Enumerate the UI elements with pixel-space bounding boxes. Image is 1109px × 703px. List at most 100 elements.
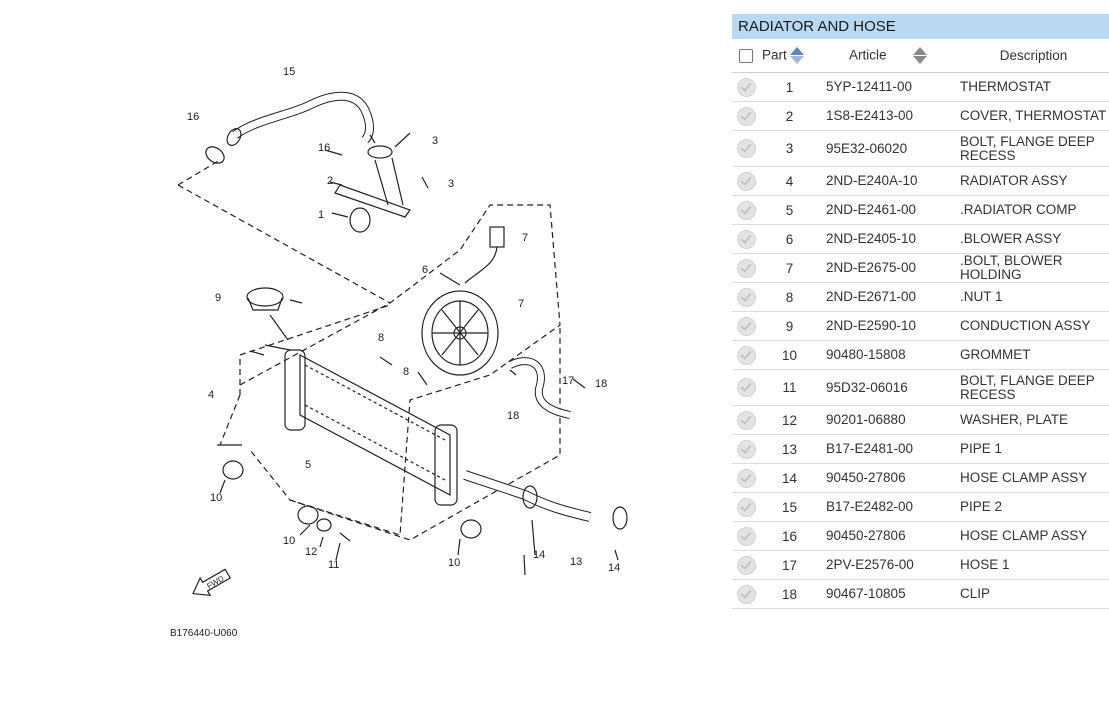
check-circle-icon[interactable]	[736, 468, 756, 488]
part-number: 14	[760, 463, 819, 493]
check-circle-icon[interactable]	[736, 258, 756, 278]
column-header-article[interactable]: Article	[819, 39, 958, 73]
check-circle-icon[interactable]	[736, 229, 756, 249]
callout-3a: 3	[432, 135, 438, 147]
article-number[interactable]: 90450-27806	[819, 463, 958, 493]
part-description: PIPE 1	[958, 434, 1109, 464]
part-description: WASHER, PLATE	[958, 405, 1109, 435]
article-number[interactable]: 2ND-E2405-10	[819, 224, 958, 254]
part-header-label: Part	[762, 47, 787, 63]
check-circle-icon[interactable]	[736, 555, 756, 575]
panel-title: RADIATOR AND HOSE	[732, 14, 1109, 39]
article-number[interactable]: 2PV-E2576-00	[819, 550, 958, 580]
check-circle-icon[interactable]	[736, 410, 756, 430]
part-description: .BLOWER ASSY	[958, 224, 1109, 254]
article-number[interactable]: B17-E2481-00	[819, 434, 958, 464]
check-circle-icon[interactable]	[736, 378, 756, 397]
part-description: HOSE CLAMP ASSY	[958, 521, 1109, 551]
fwd-arrow-icon: FWD	[192, 568, 231, 597]
radiator-diagram-drawing: FWD 15 16 16 3 2 3 1 7 6 9 7 8 8 4 17 18…	[170, 66, 628, 639]
check-circle-icon[interactable]	[736, 526, 756, 546]
column-header-part[interactable]: Part	[760, 39, 819, 73]
check-circle-icon[interactable]	[736, 77, 756, 97]
part-description: HOSE CLAMP ASSY	[958, 463, 1109, 493]
part-description: CLIP	[958, 579, 1109, 609]
part-description: .RADIATOR COMP	[958, 195, 1109, 225]
article-number[interactable]: 90480-15808	[819, 340, 958, 370]
check-circle-icon[interactable]	[736, 106, 756, 126]
check-circle-icon[interactable]	[736, 200, 756, 220]
part-description: BOLT, FLANGE DEEP RECESS	[958, 130, 1109, 167]
article-number[interactable]: 90467-10805	[819, 579, 958, 609]
article-number[interactable]: 2ND-E2675-00	[819, 253, 958, 283]
check-circle-icon[interactable]	[736, 316, 756, 336]
part-description: .NUT 1	[958, 282, 1109, 312]
article-header-label: Article	[849, 47, 887, 63]
article-number[interactable]: B17-E2482-00	[819, 492, 958, 522]
callout-7a: 7	[522, 232, 528, 244]
callout-8b: 8	[403, 366, 409, 378]
part-number: 4	[760, 166, 819, 196]
article-number[interactable]: 2ND-E2461-00	[819, 195, 958, 225]
article-number[interactable]: 1S8-E2413-00	[819, 101, 958, 131]
check-circle-icon[interactable]	[736, 139, 756, 158]
sort-arrows-icon[interactable]	[789, 46, 804, 65]
callout-1: 1	[318, 209, 324, 221]
part-number: 7	[760, 253, 819, 283]
callout-13: 13	[570, 556, 582, 568]
article-number[interactable]: 90201-06880	[819, 405, 958, 435]
part-number: 18	[760, 579, 819, 609]
check-circle-icon[interactable]	[736, 345, 756, 365]
callout-14a: 14	[533, 549, 545, 561]
part-number: 3	[760, 130, 819, 167]
article-number[interactable]: 5YP-12411-00	[819, 72, 958, 102]
callout-14b: 14	[608, 562, 620, 574]
callout-2: 2	[327, 175, 333, 187]
select-all-checkbox[interactable]	[739, 49, 753, 64]
check-circle-icon[interactable]	[736, 584, 756, 604]
check-circle-icon[interactable]	[736, 171, 756, 191]
part-description: BOLT, FLANGE DEEP RECESS	[958, 369, 1109, 406]
part-number: 15	[760, 492, 819, 522]
part-number: 9	[760, 311, 819, 341]
article-number[interactable]: 90450-27806	[819, 521, 958, 551]
article-number[interactable]: 95E32-06020	[819, 130, 958, 167]
check-circle-icon[interactable]	[736, 439, 756, 459]
part-number: 12	[760, 405, 819, 435]
sort-arrows-icon[interactable]	[912, 46, 927, 65]
article-number[interactable]: 95D32-06016	[819, 369, 958, 406]
callout-3b: 3	[448, 178, 454, 190]
article-number[interactable]: 2ND-E2590-10	[819, 311, 958, 341]
callout-18b: 18	[507, 410, 519, 422]
check-circle-icon[interactable]	[736, 287, 756, 307]
article-number[interactable]: 2ND-E2671-00	[819, 282, 958, 312]
callout-7b: 7	[518, 298, 524, 310]
callout-8a: 8	[378, 332, 384, 344]
part-description: CONDUCTION ASSY	[958, 311, 1109, 341]
part-description: PIPE 2	[958, 492, 1109, 522]
column-header-description: Description	[958, 39, 1109, 73]
check-circle-icon[interactable]	[736, 497, 756, 517]
parts-list-panel: RADIATOR AND HOSE Part Article Descripti…	[732, 14, 1109, 609]
callout-10a: 10	[210, 492, 222, 504]
article-number[interactable]: 2ND-E240A-10	[819, 166, 958, 196]
